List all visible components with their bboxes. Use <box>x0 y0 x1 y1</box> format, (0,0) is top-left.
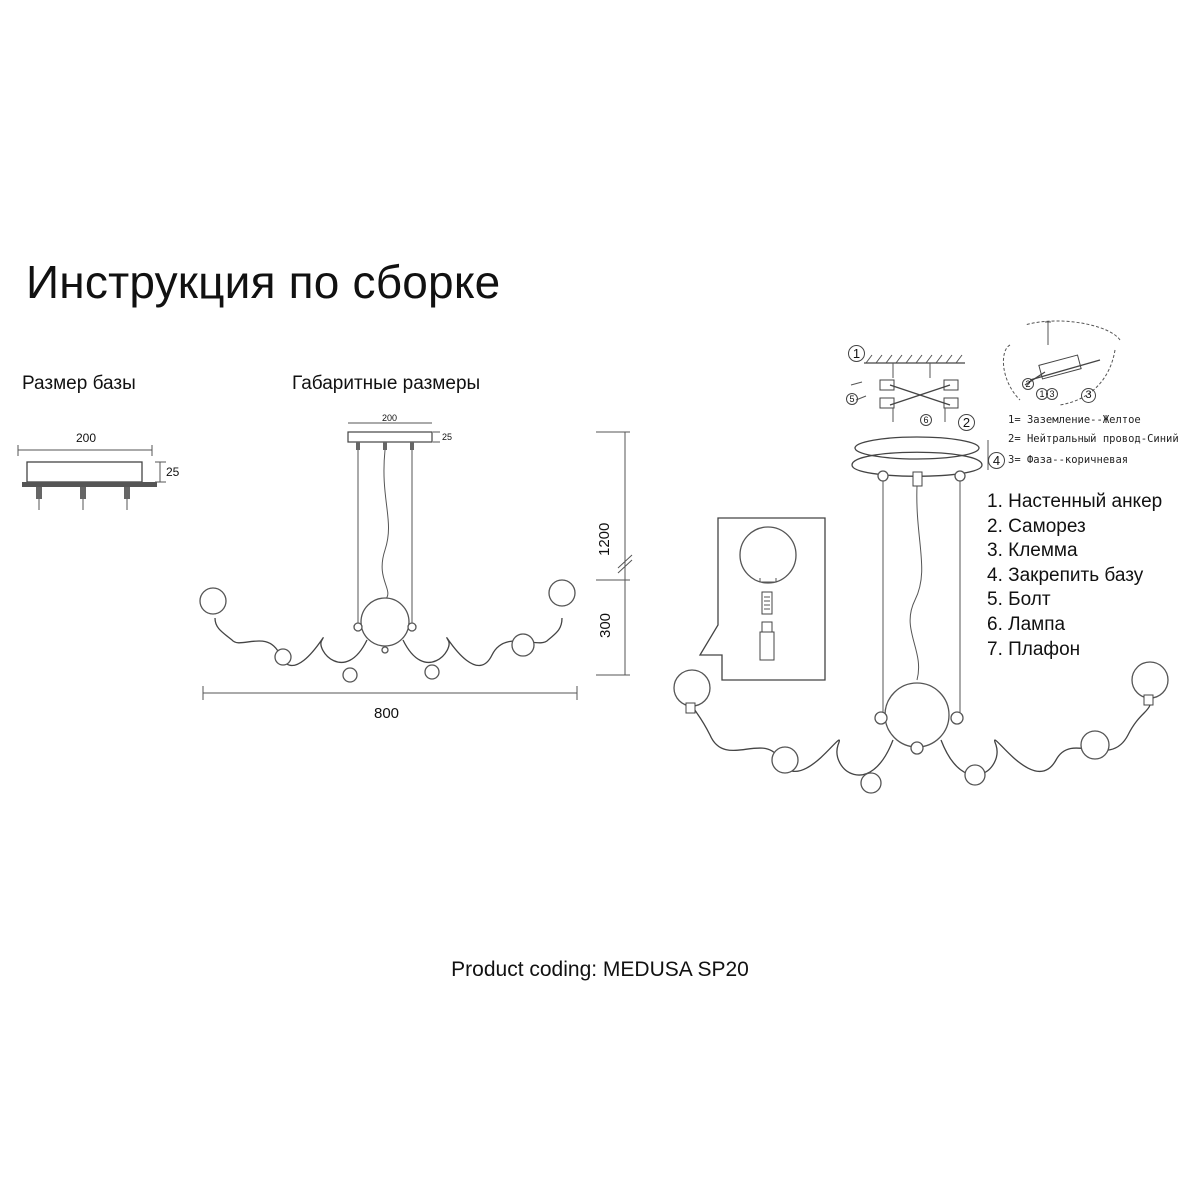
legend-item: 3. Клемма <box>987 540 1078 562</box>
wire-ground-label: 1= Заземление--Желтое <box>1008 414 1141 426</box>
legend-item: 6. Лампа <box>987 613 1066 635</box>
base-width-value: 200 <box>76 431 97 445</box>
legend-item: 7. Плафон <box>987 638 1081 660</box>
overall-base-width-value: 200 <box>382 413 398 423</box>
callout-3: 3 <box>1081 388 1096 403</box>
wire-callout-2: 2 <box>1022 378 1034 390</box>
base-size-label: Размер базы <box>22 373 136 394</box>
overall-base-height-value: 25 <box>442 432 453 442</box>
legend-item: 1. Настенный анкер <box>987 491 1163 512</box>
base-height-value: 25 <box>166 465 180 479</box>
callout-4: 4 <box>988 452 1005 469</box>
dimensions-drawing <box>199 422 633 700</box>
wire-phase-label: 3= Фаза--коричневая <box>1008 454 1129 466</box>
installation-drawing <box>673 320 1169 794</box>
callout-1: 1 <box>848 345 865 362</box>
callout-5: 5 <box>846 393 858 405</box>
product-coding: Product coding: MEDUSA SP20 <box>451 958 749 981</box>
overall-dimensions-label: Габаритные размеры <box>292 373 481 394</box>
total-width-value: 800 <box>374 705 400 722</box>
wire-callout-3: 3 <box>1046 388 1058 400</box>
parts-legend: 1. Настенный анкер 2. Саморез 3. Клемма … <box>987 490 1162 662</box>
wire-neutral-label: 2= Нейтральный провод-Синий <box>1008 433 1179 445</box>
page-title: Инструкция по сборке <box>26 256 501 308</box>
callout-6: 6 <box>920 414 932 426</box>
legend-item: 4. Закрепить базу <box>987 564 1144 586</box>
total-height-value: 1200 <box>596 522 613 556</box>
legend-item: 5. Болт <box>987 589 1051 611</box>
body-height-value: 300 <box>597 612 614 638</box>
legend-item: 2. Саморез <box>987 515 1086 537</box>
callout-2: 2 <box>958 414 975 431</box>
base-drawing <box>17 445 166 510</box>
